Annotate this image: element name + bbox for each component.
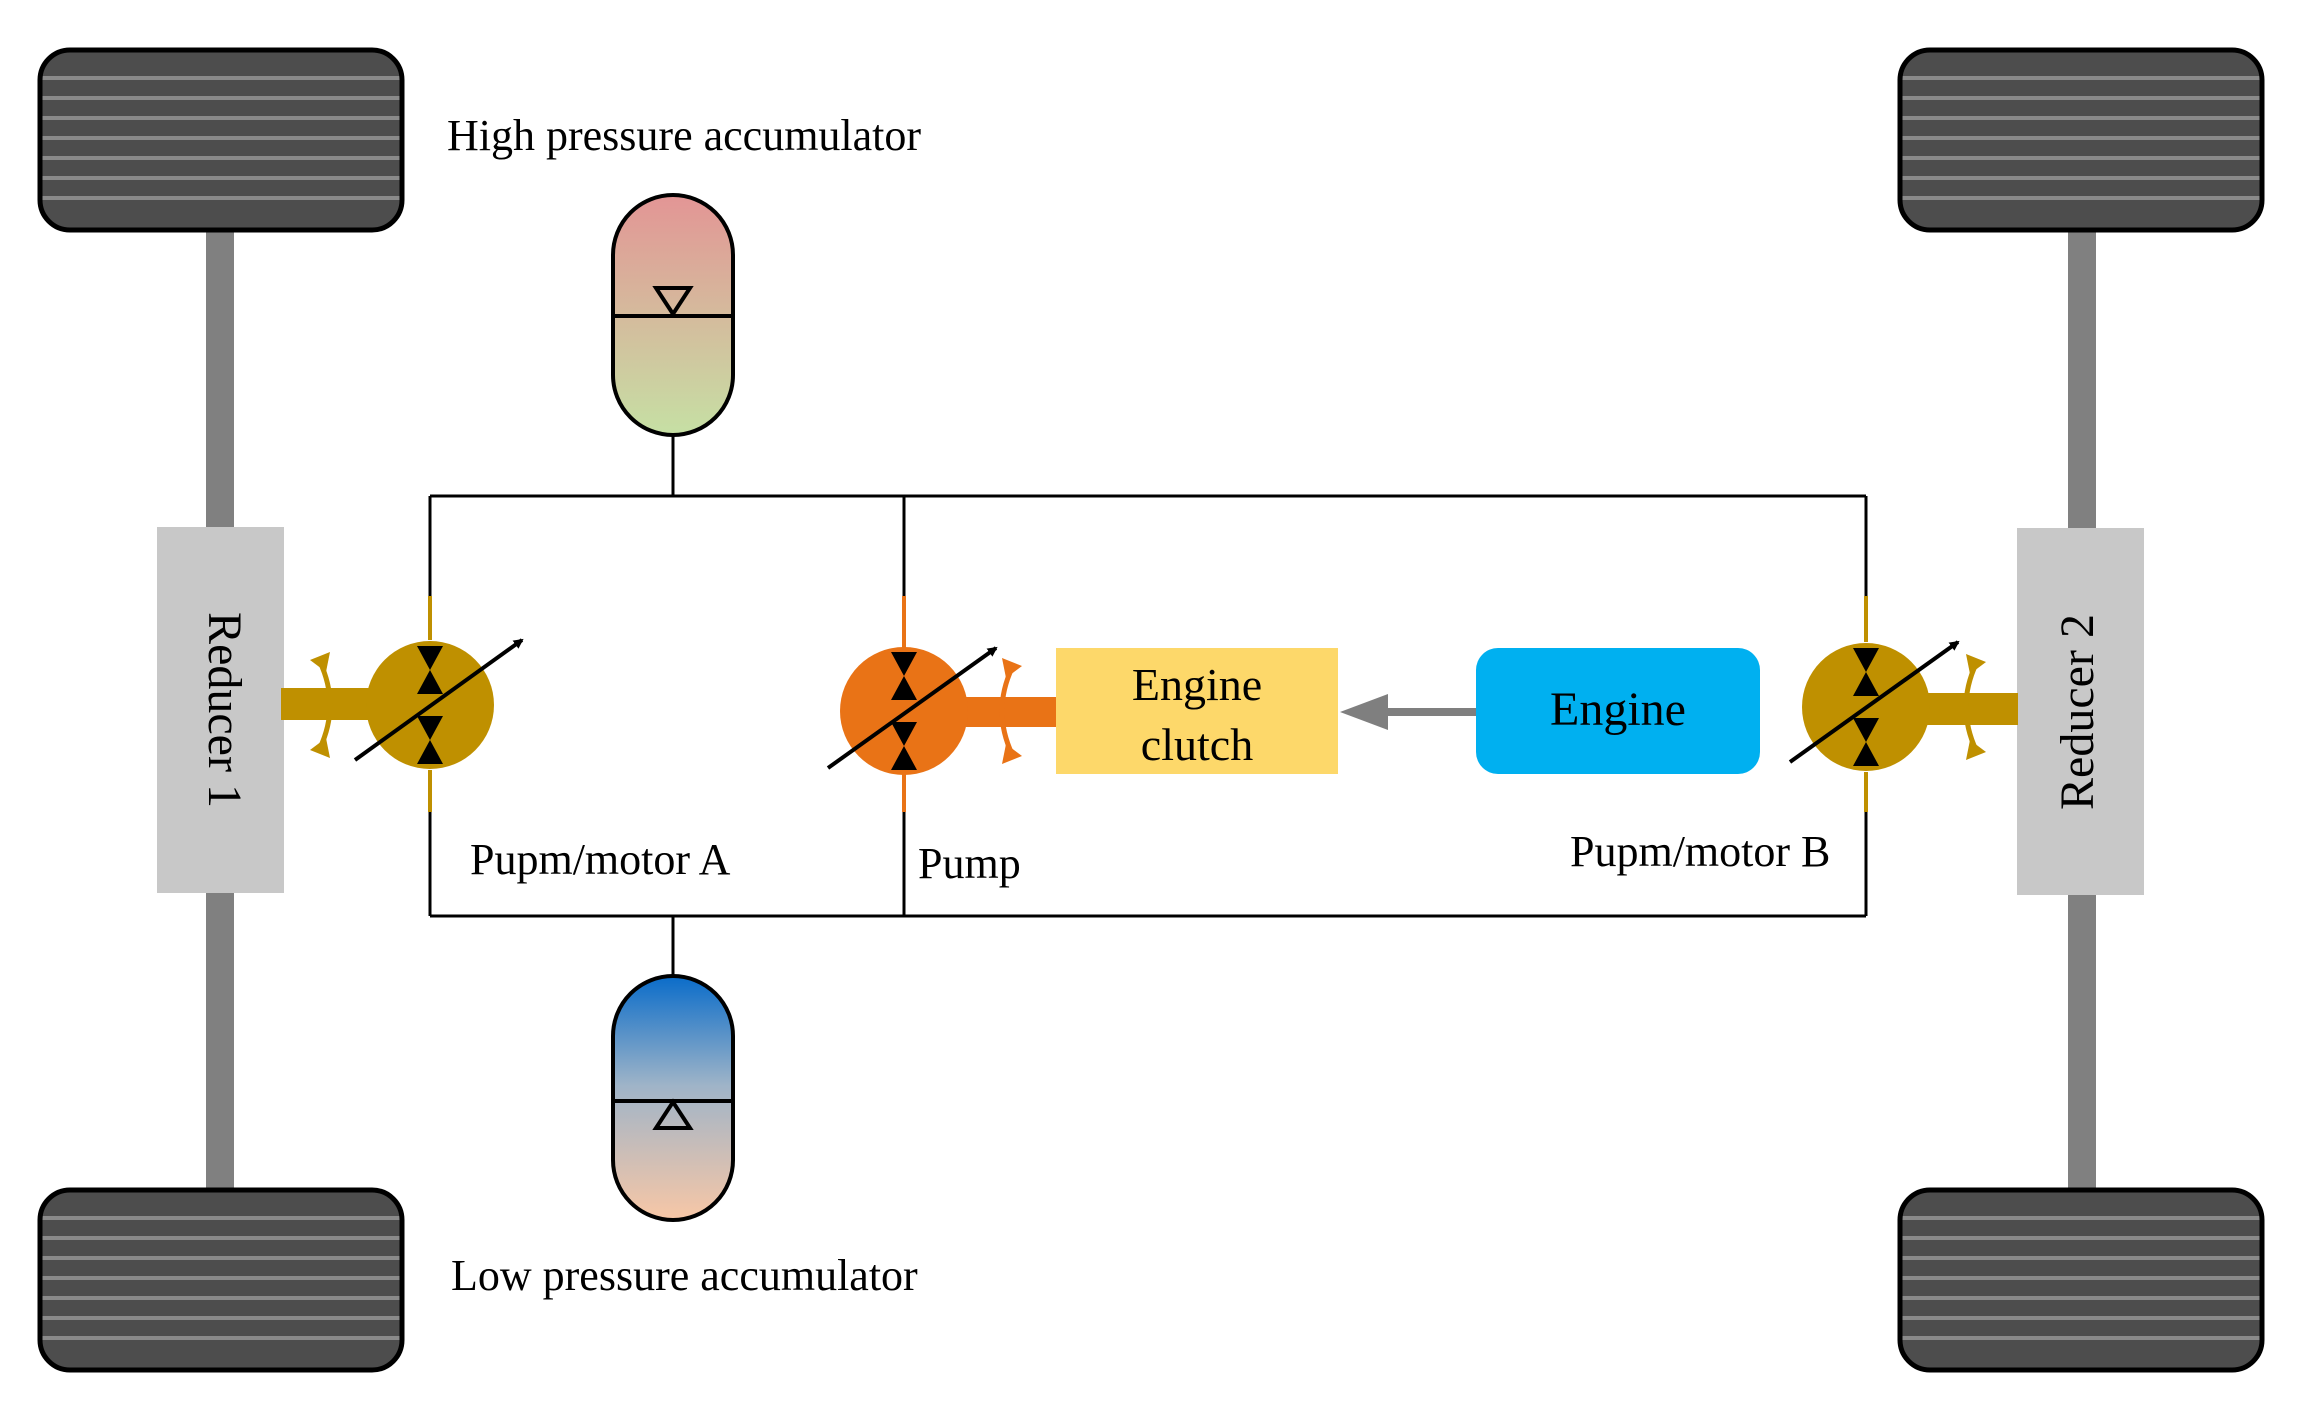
accumulator-low-icon: [611, 974, 735, 1222]
pump-motor-b: [1788, 640, 2018, 771]
pump-label: Pump: [918, 839, 1021, 888]
engine-clutch-label-line1: Engine: [1132, 659, 1262, 710]
tire-icon: [1897, 1187, 2265, 1373]
reducer-1-box: [157, 527, 284, 893]
pump-motor-b-label: Pupm/motor B: [1570, 827, 1830, 876]
drive-arrow-icon: [1340, 694, 1476, 730]
engine-clutch-label-line2: clutch: [1141, 719, 1253, 770]
reducer-2-box: [2017, 528, 2144, 895]
engine-box: [1476, 648, 1760, 774]
engine-clutch-box: [1056, 648, 1338, 774]
pump: [826, 646, 1056, 775]
high-accumulator-label: High pressure accumulator: [447, 111, 921, 160]
reducer-1-label: Reducer 1: [198, 612, 251, 808]
engine-label: Engine: [1550, 683, 1686, 736]
tire-icon: [37, 47, 405, 233]
reducer-2-label: Reducer 2: [2051, 614, 2104, 810]
pump-motor-a: [281, 638, 524, 769]
low-accumulator-label: Low pressure accumulator: [451, 1251, 918, 1300]
accumulator-high-icon: [611, 193, 735, 456]
tire-icon: [37, 1187, 405, 1373]
pump-motor-a-label: Pupm/motor A: [470, 835, 731, 884]
port-connectors: [428, 596, 1868, 812]
tire-icon: [1897, 47, 2265, 233]
